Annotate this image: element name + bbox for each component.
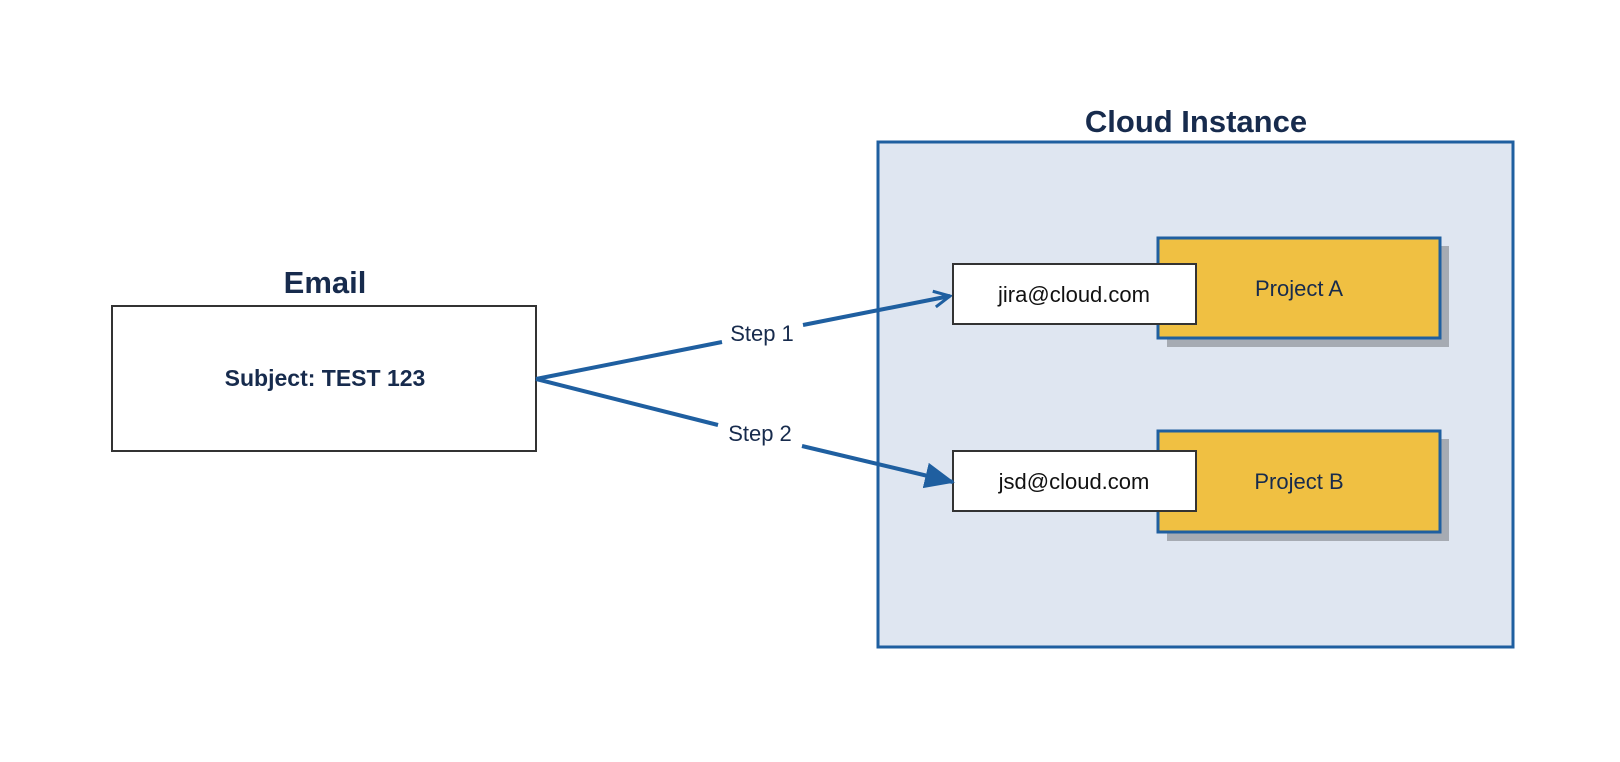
step-1-arrow-segment-start xyxy=(535,340,723,381)
project-a-group: Project A jira@cloud.com xyxy=(952,236,1449,347)
jira-address-box xyxy=(952,263,1197,325)
step-2-arrow-segment-start xyxy=(535,377,719,427)
project-a-label: Project A xyxy=(1255,276,1343,301)
step-2-arrow-segment-end xyxy=(801,444,955,489)
project-a-box xyxy=(1156,236,1442,340)
jsd-address-box xyxy=(952,450,1197,512)
project-b-label: Project B xyxy=(1254,469,1343,494)
jira-address-label: jira@cloud.com xyxy=(997,282,1150,307)
step-1-connector: Step 1 xyxy=(535,296,950,381)
step-1-label: Step 1 xyxy=(730,321,794,346)
email-title: Email xyxy=(284,265,367,300)
email-box xyxy=(111,305,537,452)
email-subject: Subject: TEST 123 xyxy=(225,365,426,391)
cloud-instance-container xyxy=(876,140,1515,649)
step-2-label: Step 2 xyxy=(728,421,792,446)
project-b-box xyxy=(1156,429,1442,534)
cloud-instance-title: Cloud Instance xyxy=(1085,104,1307,139)
project-b-group: Project B jsd@cloud.com xyxy=(952,429,1449,541)
jsd-address-label: jsd@cloud.com xyxy=(998,469,1150,494)
step-1-arrow-segment-end xyxy=(802,296,950,327)
step-2-connector: Step 2 xyxy=(535,377,955,489)
